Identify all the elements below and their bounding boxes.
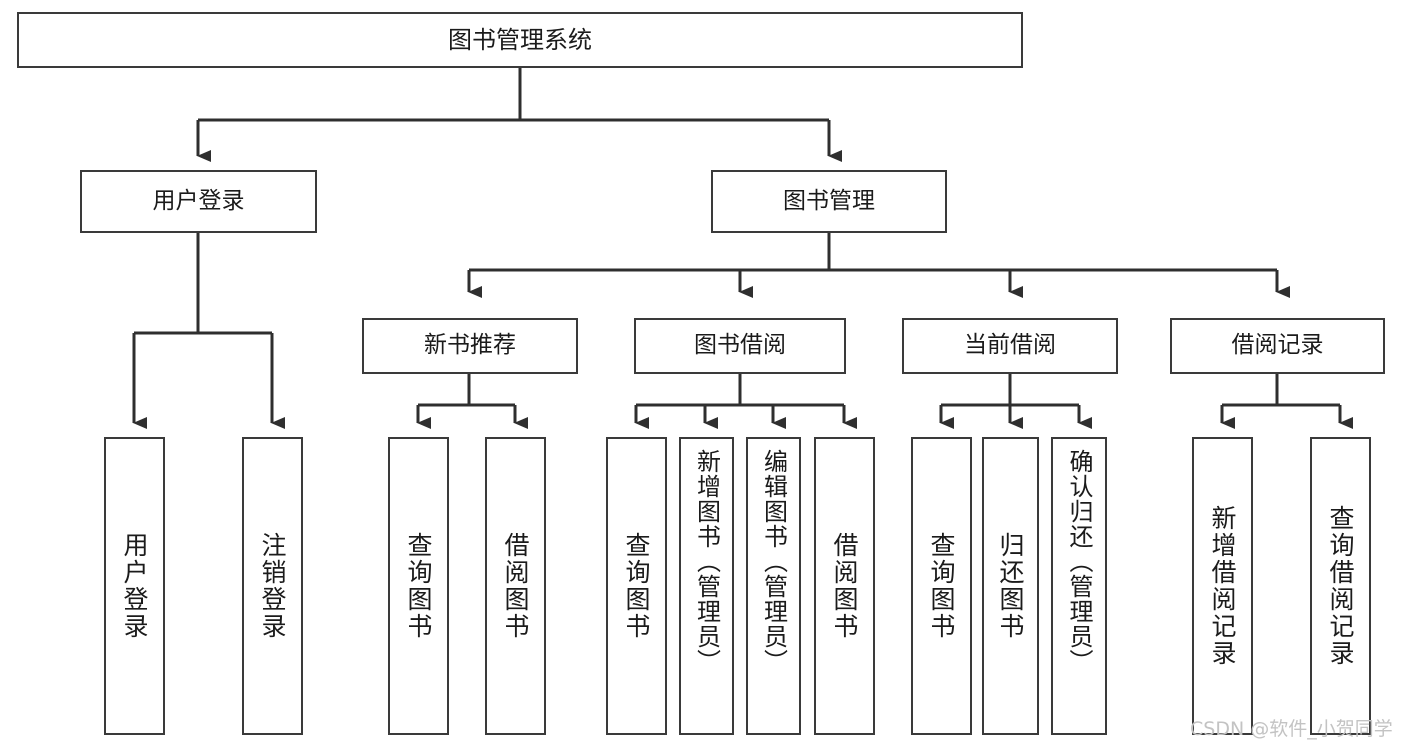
node-label: 借阅图书	[830, 532, 859, 640]
node-leaf-logout[interactable]: 注销登录	[242, 437, 303, 735]
node-label: 查询图书	[927, 532, 956, 640]
node-label: 借阅记录	[1231, 332, 1324, 359]
node-label: 新增图书（管理员）	[692, 449, 721, 674]
node-label: 编辑图书（管理员）	[759, 449, 788, 674]
node-label: 借阅图书	[501, 532, 530, 640]
node-label: 新增借阅记录	[1208, 505, 1237, 667]
node-leaf-add-book[interactable]: 新增图书（管理员）	[679, 437, 734, 735]
node-label: 新书推荐	[424, 332, 516, 359]
node-leaf-user-login[interactable]: 用户登录	[104, 437, 165, 735]
node-leaf-query-book-2[interactable]: 查询图书	[606, 437, 667, 735]
node-leaf-borrow-book-1[interactable]: 借阅图书	[485, 437, 546, 735]
node-label: 图书借阅	[694, 332, 786, 359]
node-label: 图书管理系统	[448, 25, 592, 54]
node-label: 当前借阅	[964, 332, 1056, 359]
node-book-borrow[interactable]: 图书借阅	[634, 318, 846, 374]
node-label: 查询图书	[404, 532, 433, 640]
node-label: 查询图书	[622, 532, 651, 640]
node-label: 归还图书	[996, 532, 1025, 640]
node-borrow-record[interactable]: 借阅记录	[1170, 318, 1385, 374]
node-label: 注销登录	[258, 532, 287, 640]
node-leaf-add-record[interactable]: 新增借阅记录	[1192, 437, 1253, 735]
node-label: 图书管理	[783, 187, 875, 214]
node-leaf-query-book-3[interactable]: 查询图书	[911, 437, 972, 735]
node-leaf-confirm-return[interactable]: 确认归还（管理员）	[1051, 437, 1107, 735]
node-label: 用户登录	[152, 187, 245, 214]
node-leaf-query-record[interactable]: 查询借阅记录	[1310, 437, 1371, 735]
node-book-manage[interactable]: 图书管理	[711, 170, 947, 233]
node-root-system[interactable]: 图书管理系统	[17, 12, 1023, 68]
node-label: 查询借阅记录	[1326, 505, 1355, 667]
node-user-login[interactable]: 用户登录	[80, 170, 317, 233]
csdn-watermark: CSDN @软件_小贺同学	[1190, 718, 1393, 740]
node-leaf-edit-book[interactable]: 编辑图书（管理员）	[746, 437, 801, 735]
node-leaf-query-book-1[interactable]: 查询图书	[388, 437, 449, 735]
node-label: 确认归还（管理员）	[1065, 449, 1093, 674]
node-current-borrow[interactable]: 当前借阅	[902, 318, 1118, 374]
node-new-book-rec[interactable]: 新书推荐	[362, 318, 578, 374]
node-leaf-return-book[interactable]: 归还图书	[982, 437, 1039, 735]
node-leaf-borrow-book-2[interactable]: 借阅图书	[814, 437, 875, 735]
node-label: 用户登录	[120, 532, 149, 640]
